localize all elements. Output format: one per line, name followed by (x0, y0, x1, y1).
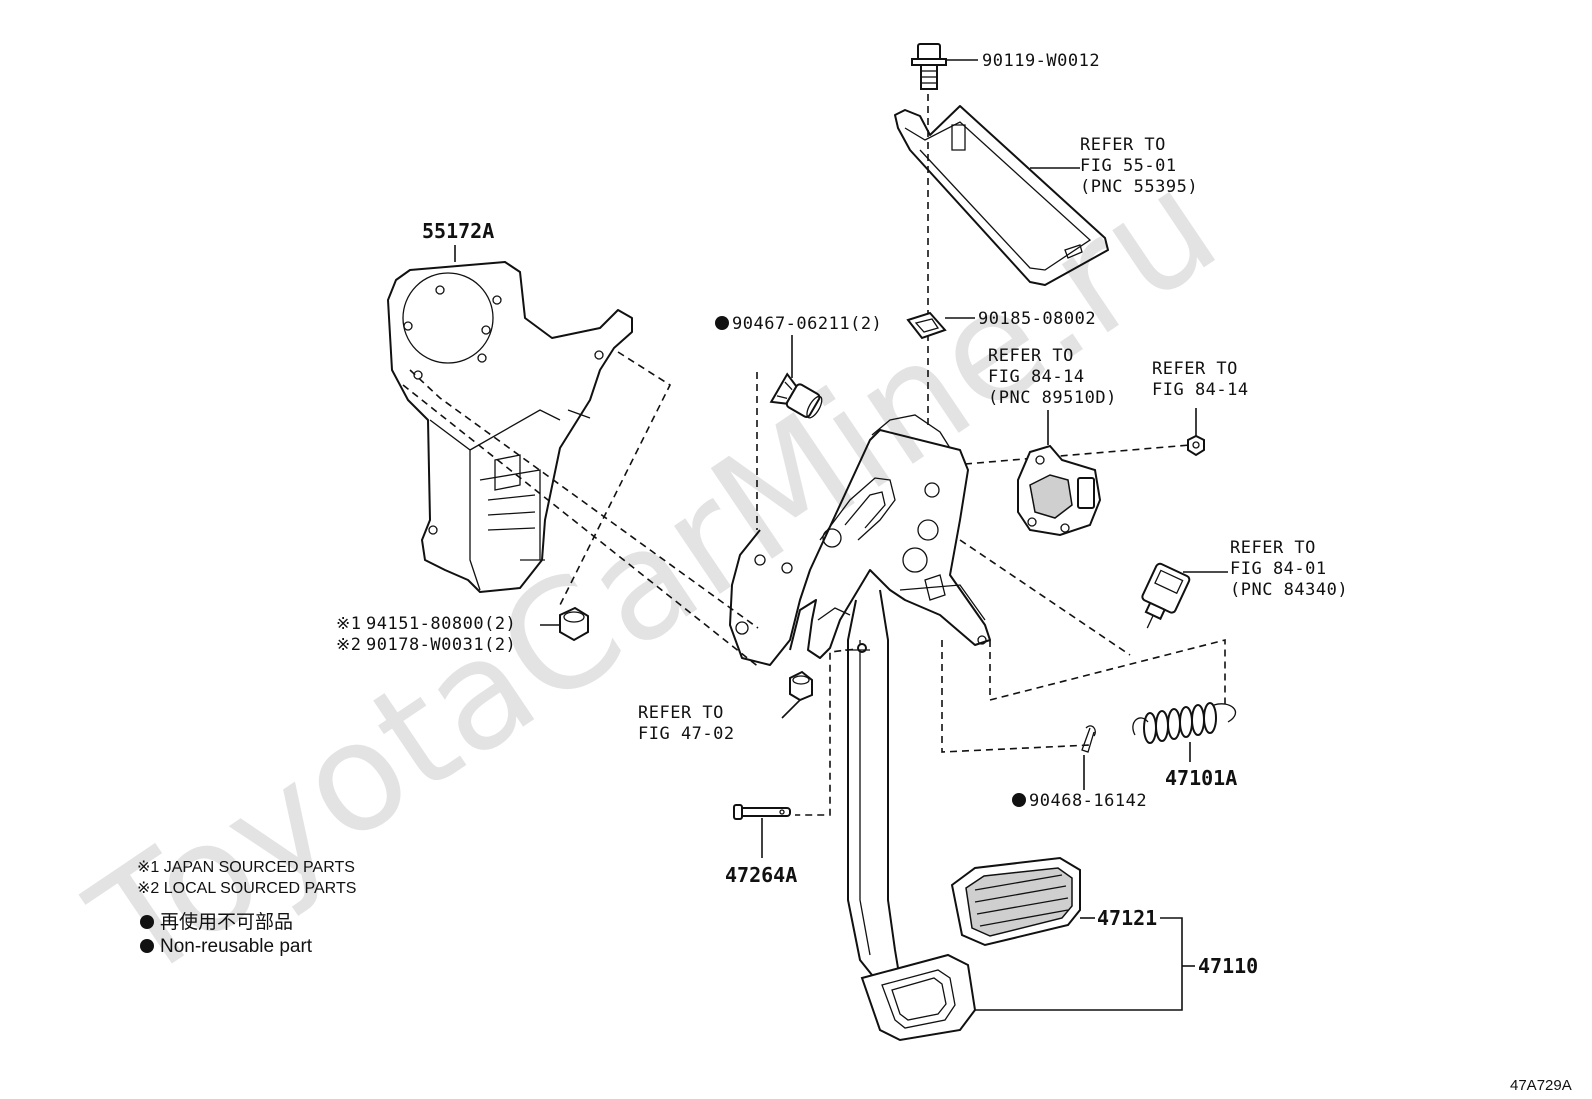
label-refer-84-14a-2: FIG 84-14 (988, 367, 1085, 387)
legend: ※1 JAPAN SOURCED PARTS ※2 LOCAL SOURCED … (137, 859, 356, 957)
label-nut2: 90178-W0031(2) (366, 635, 516, 655)
label-refer-55-1: REFER TO (1080, 135, 1166, 155)
label-nut1: 94151-80800(2) (366, 614, 516, 634)
label-refer-55-2: FIG 55-01 (1080, 156, 1177, 176)
legend-note-jp-nonreusable: 再使用不可部品 (160, 911, 293, 933)
legend-note-local: ※2 LOCAL SOURCED PARTS (137, 880, 356, 897)
pedal-pad-icon (950, 856, 1081, 947)
spring-icon (1132, 702, 1236, 744)
label-bolt-top: 90119-W0012 (982, 51, 1100, 71)
label-shaft: 47264A (725, 863, 797, 887)
pin-icon (1081, 725, 1096, 753)
label-refer-47-1: REFER TO (638, 703, 724, 723)
legend-note-nonreusable: Non-reusable part (160, 936, 313, 957)
label-refer-55-3: (PNC 55395) (1080, 177, 1198, 197)
bracket-icon (387, 261, 633, 593)
legend-note-japan: ※1 JAPAN SOURCED PARTS (137, 859, 355, 876)
nut-icon (559, 606, 589, 642)
connector-icon (1141, 562, 1191, 629)
label-refer-84-01-2: FIG 84-01 (1230, 559, 1327, 579)
label-spring: 47101A (1165, 766, 1237, 790)
plate-icon (894, 105, 1109, 286)
label-pedal: 47110 (1198, 954, 1258, 978)
label-pin: 90468-16142 (1029, 791, 1147, 811)
label-refer-84-14a-1: REFER TO (988, 346, 1074, 366)
label-nut2-prefix: ※2 (336, 635, 361, 655)
nut-icon (1187, 434, 1205, 457)
label-nut-clip: 90185-08002 (978, 309, 1096, 329)
label-refer-84-14b-1: REFER TO (1152, 359, 1238, 379)
label-nut1-prefix: ※1 (336, 614, 361, 634)
bolt-icon (911, 43, 947, 90)
shaft-icon (733, 804, 791, 820)
label-refer-84-01-1: REFER TO (1230, 538, 1316, 558)
switch-icon (1017, 444, 1102, 537)
label-refer-84-01-3: (PNC 84340) (1230, 580, 1348, 600)
label-refer-84-14a-3: (PNC 89510D) (988, 388, 1117, 408)
label-refer-47-2: FIG 47-02 (638, 724, 735, 744)
label-refer-84-14b-2: FIG 84-14 (1152, 380, 1249, 400)
label-clip: 90467-06211(2) (732, 314, 882, 334)
label-pad: 47121 (1097, 906, 1157, 930)
bushing-icon (789, 670, 813, 702)
diagram-code: 47A729A (1510, 1077, 1572, 1094)
pedal-foot-icon (860, 953, 977, 1042)
label-bracket: 55172A (422, 219, 494, 243)
clip-nut-icon (906, 311, 947, 340)
clip-icon (769, 372, 823, 419)
